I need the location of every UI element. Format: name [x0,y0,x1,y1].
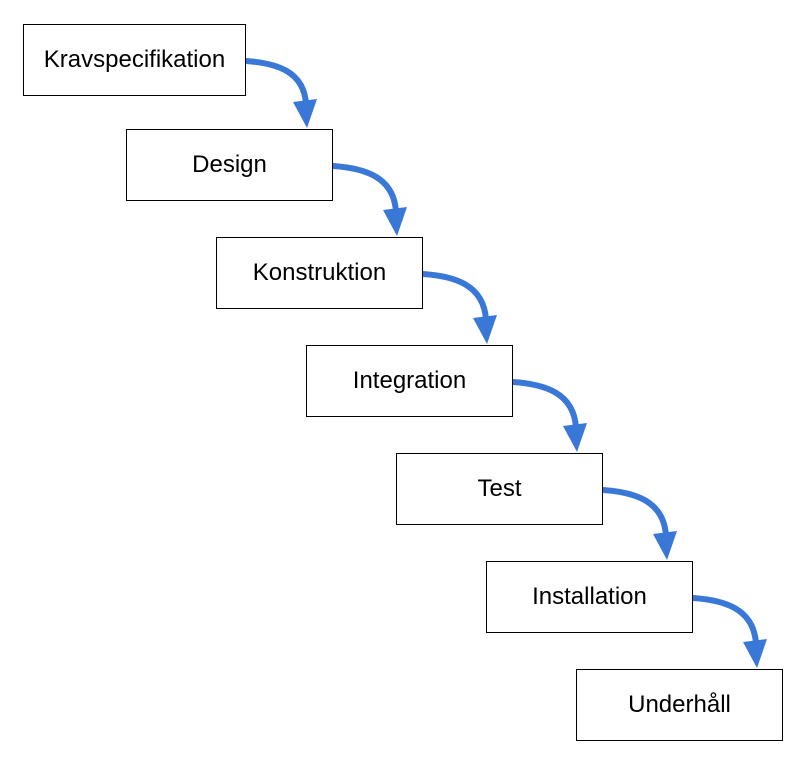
stage-kravspecifikation: Kravspecifikation [23,24,246,96]
arrow-shaft [690,595,759,647]
arrow-shaft [243,58,309,107]
stage-label: Design [192,151,267,178]
stage-label: Kravspecifikation [43,46,226,73]
arrow-head-icon [563,423,587,452]
stage-test: Test [396,453,603,525]
stage-label: Underhåll [628,691,731,718]
stage-design: Design [126,129,333,201]
stage-konstruktion: Konstruktion [216,237,423,309]
arrow-head-icon [743,639,767,668]
arrow-shaft [330,163,399,215]
stage-label: Installation [532,583,647,610]
stage-label: Integration [352,367,467,394]
stage-underhall: Underhåll [576,669,783,741]
arrow-head-icon [473,315,497,344]
arrow-head-icon [383,207,407,236]
arrow-head-icon [293,99,317,128]
arrow-shaft [510,379,579,431]
arrow-head-icon [653,531,677,560]
stage-label: Test [477,475,522,502]
stage-integration: Integration [306,345,513,417]
arrow-shaft [420,271,489,323]
arrow-shaft [600,487,669,539]
stage-label: Konstruktion [252,259,387,286]
stage-installation: Installation [486,561,693,633]
